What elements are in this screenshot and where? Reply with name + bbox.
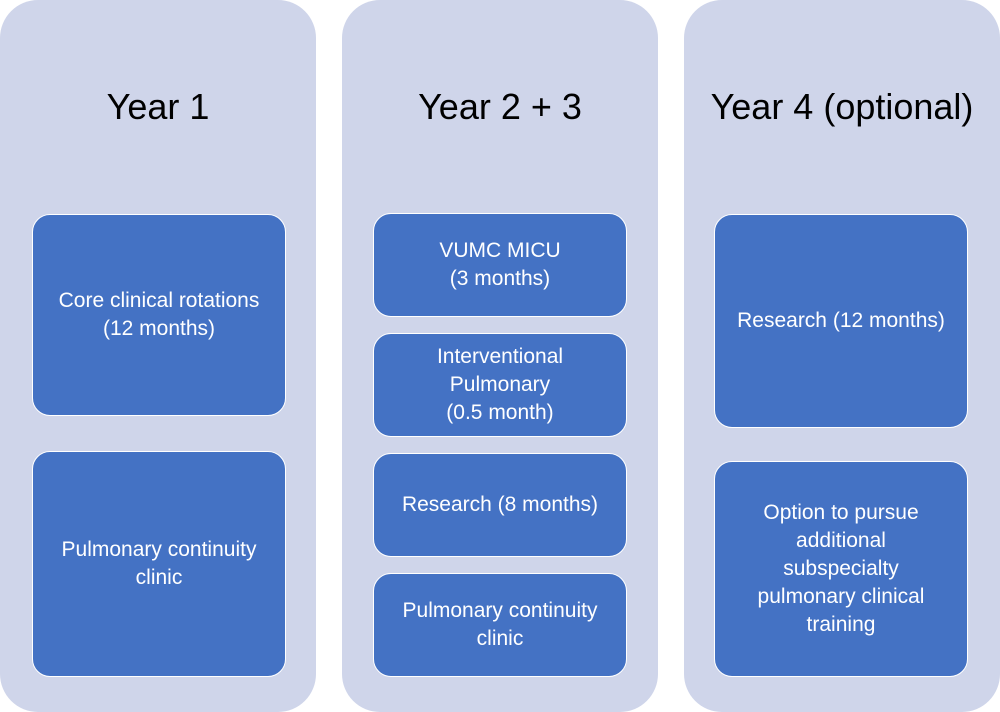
subspecialty-training-option-box: Option to pursue additional subspecialty…	[714, 461, 968, 677]
vumc-micu-label: VUMC MICU (3 months)	[439, 239, 561, 290]
pulmonary-continuity-clinic-box-year-2-3: Pulmonary continuity clinic	[373, 573, 627, 677]
research-8-months-box: Research (8 months)	[373, 453, 627, 557]
research-8-months-label: Research (8 months)	[401, 493, 599, 516]
year-1-column: Year 1 Core clinical rotations (12 month…	[0, 0, 316, 712]
core-clinical-rotations-label: Core clinical rotations (12 months)	[58, 289, 260, 340]
research-12-months-box: Research (12 months)	[714, 214, 968, 428]
year-2-3-title: Year 2 + 3	[418, 86, 582, 127]
pulmonary-continuity-clinic-box-year-1: Pulmonary continuity clinic	[32, 451, 286, 677]
core-clinical-rotations-box: Core clinical rotations (12 months)	[32, 214, 286, 416]
pulmonary-continuity-clinic-label-year-1: Pulmonary continuity clinic	[61, 538, 257, 589]
year-1-title: Year 1	[106, 86, 210, 127]
subspecialty-training-option-label: Option to pursue additional subspecialty…	[757, 501, 925, 636]
pulmonary-continuity-clinic-label-year-2-3: Pulmonary continuity clinic	[402, 599, 598, 650]
year-4-title: Year 4 (optional)	[710, 86, 974, 127]
research-12-months-label: Research (12 months)	[737, 309, 945, 332]
interventional-pulmonary-label: Interventional Pulmonary (0.5 month)	[436, 345, 564, 424]
year-4-column: Year 4 (optional) Research (12 months) O…	[684, 0, 1000, 712]
year-2-3-column: Year 2 + 3 VUMC MICU (3 months) Interven…	[342, 0, 658, 712]
interventional-pulmonary-box: Interventional Pulmonary (0.5 month)	[373, 333, 627, 437]
vumc-micu-box: VUMC MICU (3 months)	[373, 213, 627, 317]
